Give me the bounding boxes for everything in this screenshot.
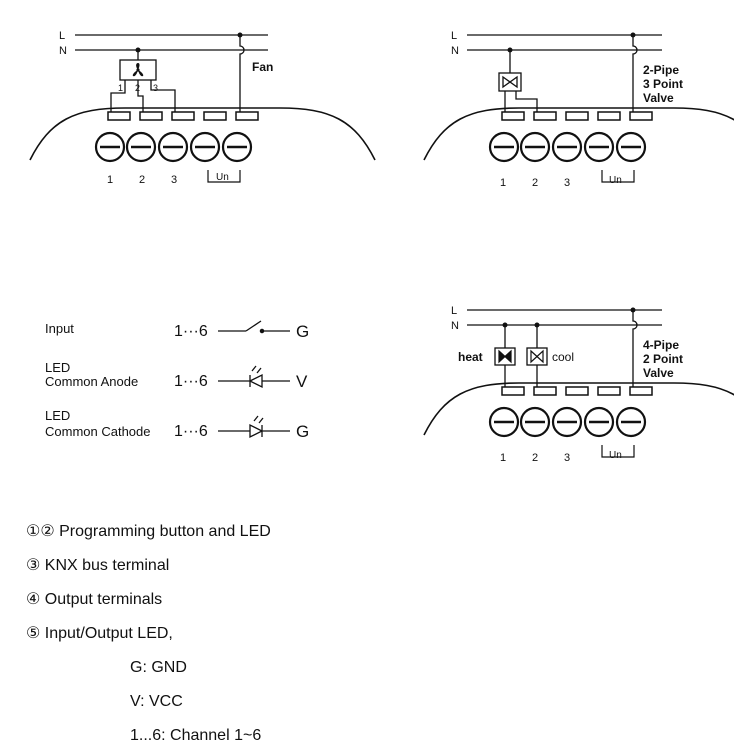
bus-label: Un [216,172,229,183]
fan-terminal-1: 1 [118,83,123,93]
valve3-label-line3: Valve [643,91,674,105]
fan-device-label: Fan [252,60,273,74]
terminal-number-1: 1 [107,174,113,186]
fan-terminal-3: 3 [153,83,158,93]
fan-wiring-diagram: L N 1 2 3 Fan 1 2 3 Un [28,30,377,186]
legend-item-bus-terminal: ③ KNX bus terminal [26,557,170,574]
led-anode-icon [218,365,290,389]
led-cathode-label-line2: Common Cathode [45,424,151,439]
valve2-label-line3: Valve [643,366,674,380]
valve2-wiring-diagram: L N heat cool 4-Pipe 2 Point Valve 1 2 3… [422,305,734,464]
line-l-label: L [451,305,457,317]
legend: ①② Programming button and LED ③ KNX bus … [26,515,271,753]
terminal-number-2: 2 [532,177,538,189]
legend-item-io-led: ⑤ Input/Output LED, [26,625,173,642]
legend-item-output-terminals: ④ Output terminals [26,591,163,608]
valve3-wiring-diagram: L N 2-Pipe 3 Point Valve 1 2 3 Un [422,30,734,189]
led-anode-channel: 1···6 [174,373,208,390]
bus-label: Un [609,175,622,186]
line-n-label: N [451,320,459,332]
line-n-label: N [59,45,67,57]
fan-terminal-2: 2 [135,83,140,93]
cool-label: cool [552,350,574,364]
legend-sub-channel: 1...6: Channel 1~6 [130,727,262,744]
bus-label: Un [609,450,622,461]
led-cathode-label-line1: LED [45,408,70,423]
line-l-label: L [451,30,457,42]
line-l-label: L [59,30,65,42]
led-anode-label-line2: Common Anode [45,374,138,389]
heat-label: heat [458,350,483,364]
led-anode-label-line1: LED [45,360,70,375]
switch-icon [218,320,290,334]
terminal-number-3: 3 [564,452,570,464]
legend-sub-vcc: V: VCC [130,693,183,710]
terminal-number-1: 1 [500,452,506,464]
legend-item-programming: ①② Programming button and LED [26,523,271,540]
valve2-label-line2: 2 Point [643,352,683,366]
valve-icon [502,75,518,89]
terminal-number-1: 1 [500,177,506,189]
led-cathode-icon [218,415,290,439]
terminal-number-3: 3 [171,174,177,186]
heat-valve-icon [498,349,512,364]
terminal-number-2: 2 [532,452,538,464]
line-n-label: N [451,45,459,57]
input-terminal: G [296,322,309,341]
terminal-number-2: 2 [139,174,145,186]
led-cathode-channel: 1···6 [174,423,208,440]
input-label: Input [45,321,74,336]
io-schematic: Input 1···6 G LED Common Anode 1···6 V L… [45,320,309,441]
input-channel: 1···6 [174,323,208,340]
led-anode-terminal: V [296,372,308,391]
valve2-label-line1: 4-Pipe [643,338,679,352]
cool-valve-icon [530,349,544,364]
led-cathode-terminal: G [296,422,309,441]
valve3-label-line1: 2-Pipe [643,63,679,77]
valve3-label-line2: 3 Point [643,77,683,91]
terminal-number-3: 3 [564,177,570,189]
fan-icon [132,63,144,77]
legend-sub-gnd: G: GND [130,659,187,676]
